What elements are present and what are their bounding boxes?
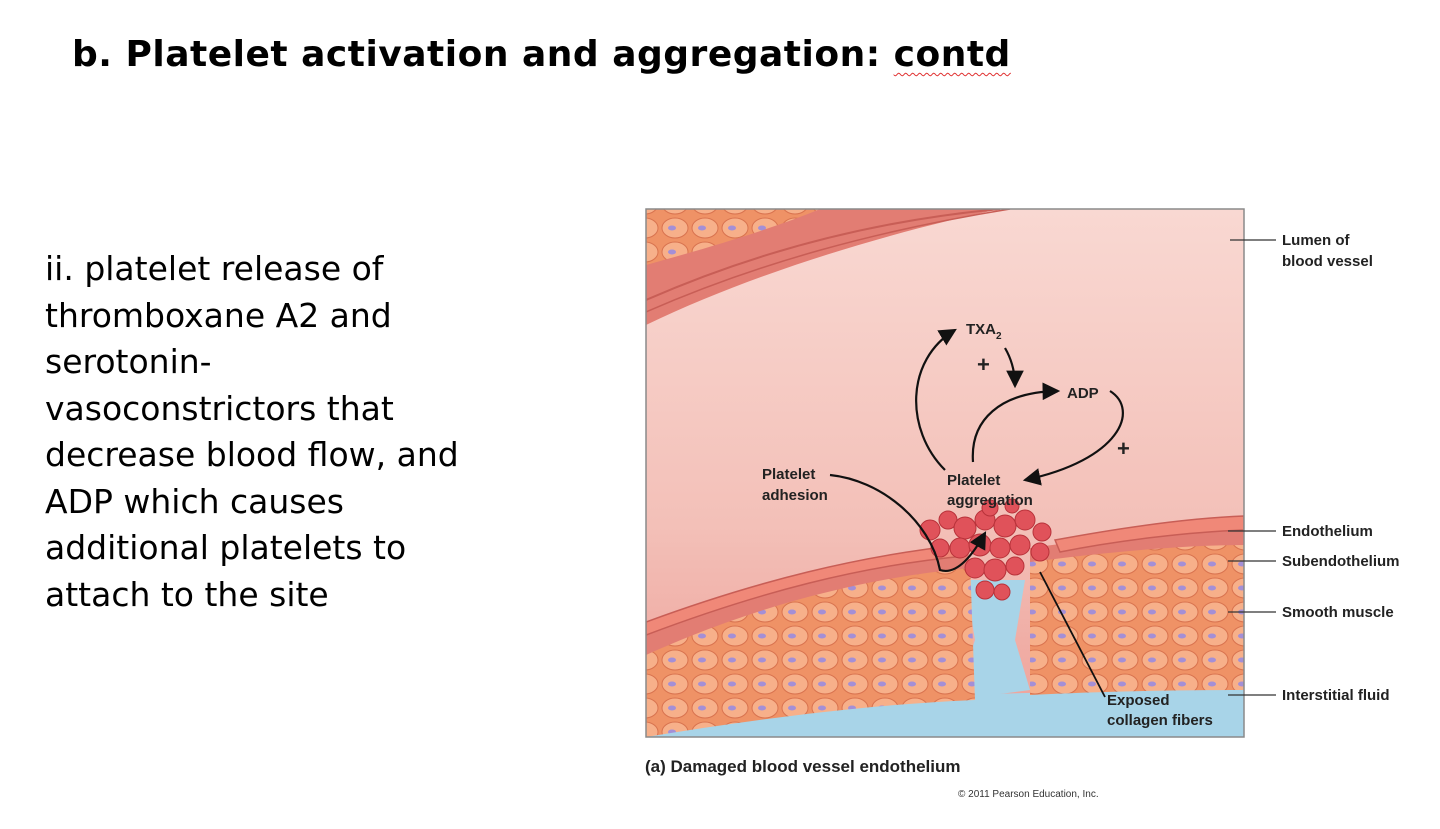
lumen-label-2: blood vessel bbox=[1282, 253, 1373, 270]
subendothelium-right bbox=[1030, 530, 1244, 562]
title-prefix: b. Platelet activation and aggregation: bbox=[72, 34, 894, 75]
lumen-label-1: Lumen of bbox=[1282, 232, 1350, 249]
copyright-notice: © 2011 Pearson Education, Inc. bbox=[958, 789, 1099, 800]
arrow-to-txa2 bbox=[915, 328, 957, 471]
arrow-adhesion bbox=[829, 473, 987, 573]
adp-label: ADP bbox=[1067, 385, 1099, 402]
platelet-aggregation-label-1: Platelet bbox=[947, 472, 1000, 489]
body-line: attach to the site bbox=[45, 574, 329, 614]
body-line: ii. platelet release of bbox=[45, 249, 384, 288]
endothelium-right bbox=[1053, 515, 1244, 553]
body-line: serotonin- bbox=[45, 342, 212, 381]
smooth-muscle-right bbox=[1030, 540, 1244, 695]
body-line: vasoconstrictors that bbox=[45, 388, 394, 428]
txa2-label: TXA2 bbox=[966, 321, 1002, 342]
top-cell-layer bbox=[646, 209, 820, 265]
smooth-muscle-label: Smooth muscle bbox=[1282, 604, 1394, 621]
platelet-adhesion-label-2: adhesion bbox=[762, 487, 828, 504]
endothelium-label: Endothelium bbox=[1282, 523, 1373, 540]
platelet-adhesion-label-1: Platelet bbox=[762, 466, 815, 483]
subendothelium-left bbox=[646, 550, 970, 655]
plus-sign-2: + bbox=[1117, 436, 1130, 461]
plus-sign-1: + bbox=[977, 352, 990, 377]
body-line: thromboxane A2 and bbox=[45, 295, 392, 335]
arrow-txa2-to-adp bbox=[1004, 347, 1024, 389]
side-leader-lines bbox=[1228, 239, 1276, 696]
arrow-to-adp bbox=[971, 382, 1061, 463]
figure-frame bbox=[645, 208, 1245, 738]
subendothelium-label: Subendothelium bbox=[1282, 553, 1400, 570]
body-line: additional platelets to bbox=[45, 528, 407, 567]
arrow-adp-to-aggregation bbox=[1022, 390, 1124, 486]
platelet-aggregation-label-2: aggregation bbox=[947, 492, 1033, 509]
body-text: ii. platelet release of thromboxane A2 a… bbox=[45, 246, 515, 618]
title-underlined-word: contd bbox=[893, 34, 1011, 75]
slide-title: b. Platelet activation and aggregation: … bbox=[72, 34, 1011, 75]
exposed-collagen-label-1: Exposed bbox=[1107, 692, 1170, 709]
figure-caption: (a) Damaged blood vessel endothelium bbox=[645, 757, 961, 776]
collagen-pointer-line bbox=[1039, 571, 1106, 698]
exposed-collagen-label-2: collagen fibers bbox=[1107, 712, 1213, 729]
body-line: ADP which causes bbox=[45, 481, 344, 521]
interstitial-fluid-label: Interstitial fluid bbox=[1282, 687, 1390, 704]
body-line: decrease blood flow, and bbox=[45, 435, 459, 474]
smooth-muscle-left bbox=[646, 560, 975, 737]
interstitial-fluid-area bbox=[646, 690, 1244, 737]
